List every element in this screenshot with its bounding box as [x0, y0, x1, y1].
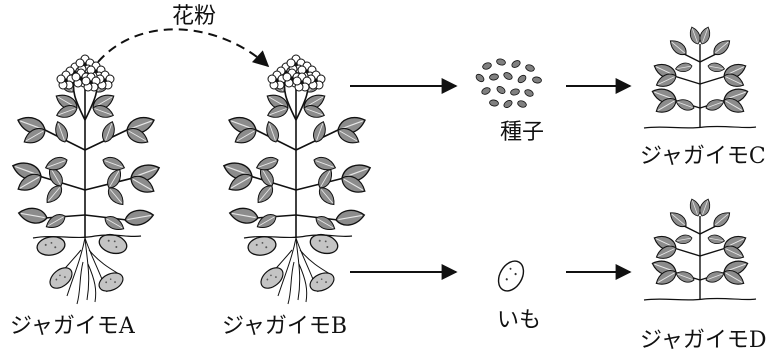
pollen-label: 花粉	[172, 4, 217, 29]
potato-plant-b-icon	[221, 55, 373, 304]
young-plant-c-icon	[644, 26, 756, 128]
plant-d-label: ジャガイモD	[640, 328, 767, 353]
tuber-label: いも	[497, 308, 542, 333]
seed-label: 種子	[500, 120, 545, 145]
plant-b-label: ジャガイモB	[222, 314, 348, 339]
plant-c-label: ジャガイモC	[640, 144, 766, 169]
young-plant-d-icon	[644, 198, 756, 300]
potato-tuber-icon	[497, 260, 525, 292]
pollen-arrow	[97, 28, 270, 68]
potato-plant-a-icon	[10, 55, 162, 304]
plant-a-label: ジャガイモA	[10, 314, 135, 339]
seed-cluster-icon	[475, 58, 542, 108]
